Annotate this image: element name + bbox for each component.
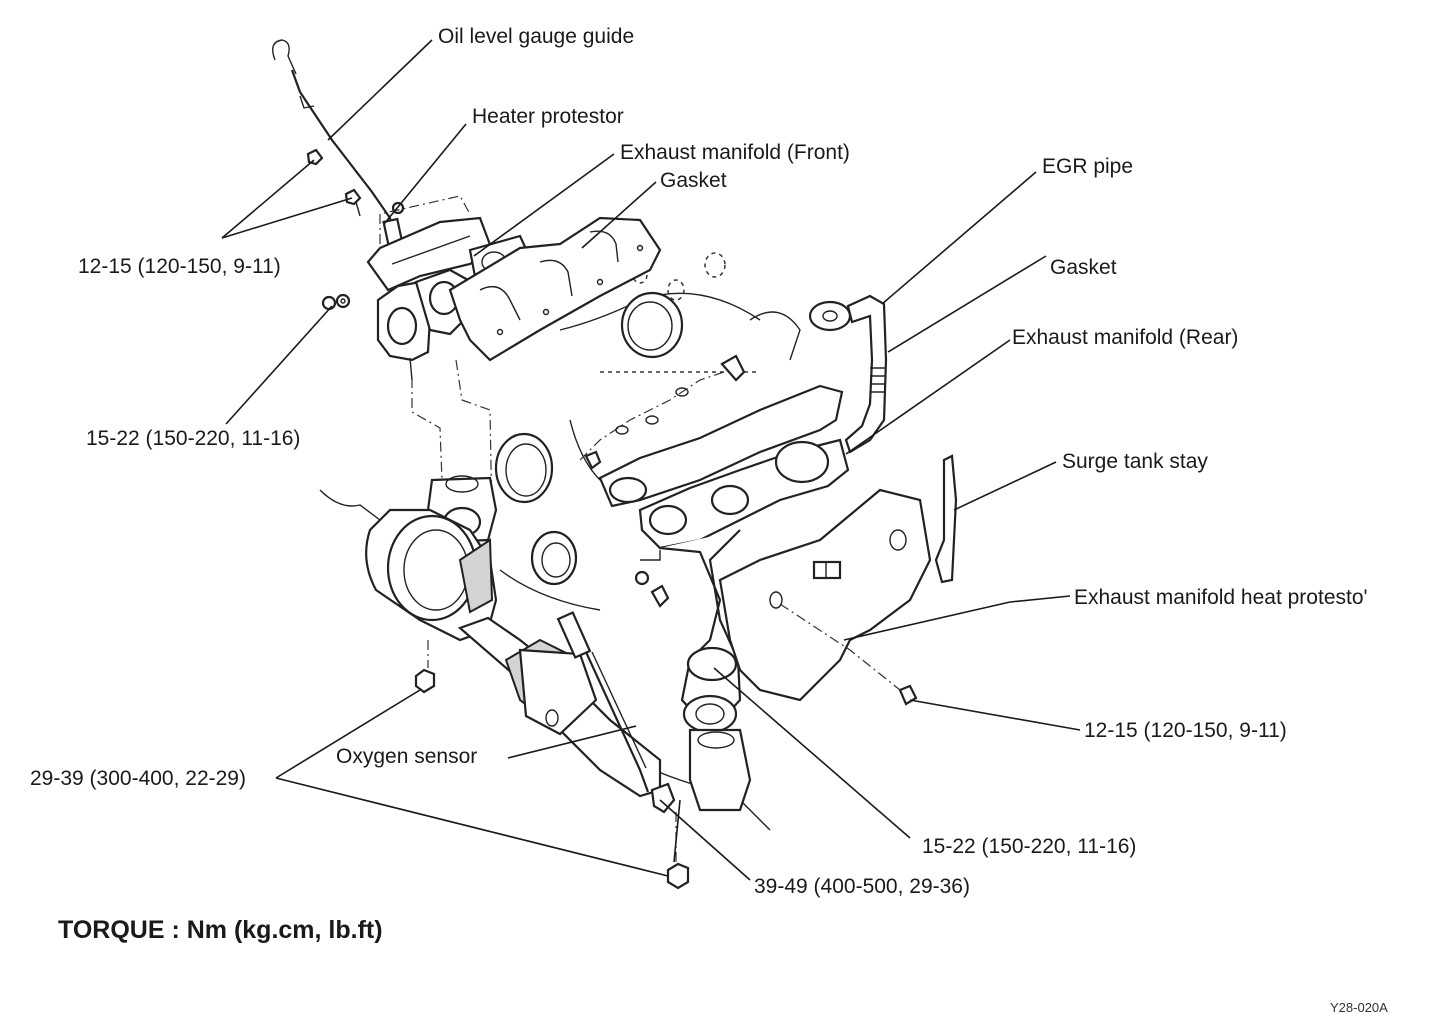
leader-lines — [221, 39, 1081, 881]
cylinder-ports — [600, 291, 760, 373]
oxygen-sensor-part — [556, 611, 650, 793]
torque-bolt-12-15-left: 12-15 (120-150, 9-11) — [78, 255, 281, 278]
label-exhaust-manifold-heat-protestor: Exhaust manifold heat protesto' — [1074, 586, 1368, 609]
label-gasket-front: Gasket — [660, 169, 727, 192]
egr-pipe-part — [808, 294, 888, 454]
torque-bolt-12-15-right: 12-15 (120-150, 9-11) — [1084, 719, 1287, 742]
exhaust-manifold-heat-protestor-part — [718, 488, 932, 706]
torque-legend: TORQUE : Nm (kg.cm, lb.ft) — [58, 916, 383, 944]
bottom-fasteners — [414, 640, 690, 890]
bolt-group-top-left — [306, 148, 362, 311]
rear-manifold-bolts — [579, 354, 746, 608]
oil-level-gauge-guide-part — [272, 39, 408, 271]
gasket-rear-part — [887, 255, 1047, 353]
gasket-front-part — [448, 216, 662, 362]
label-heater-protestor: Heater protestor — [472, 105, 624, 128]
torque-sensor-39-49: 39-49 (400-500, 29-36) — [754, 875, 970, 898]
label-oil-level-gauge-guide: Oil level gauge guide — [438, 25, 635, 48]
figure-code: Y28-020A — [1330, 1000, 1388, 1015]
surge-tank-stay-part — [934, 454, 958, 584]
label-exhaust-manifold-rear: Exhaust manifold (Rear) — [1012, 326, 1239, 349]
torque-nut-29-39: 29-39 (300-400, 22-29) — [30, 767, 246, 790]
torque-nut-15-22-left: 15-22 (150-220, 11-16) — [86, 427, 301, 450]
label-exhaust-manifold-front: Exhaust manifold (Front) — [620, 141, 850, 164]
label-egr-pipe: EGR pipe — [1042, 155, 1134, 178]
catalyst-flange-part — [365, 508, 578, 642]
y-pipe-catalyst-part — [457, 616, 662, 798]
label-oxygen-sensor: Oxygen sensor — [336, 745, 478, 768]
torque-nut-15-22-right: 15-22 (150-220, 11-16) — [922, 835, 1137, 858]
label-surge-tank-stay: Surge tank stay — [1062, 450, 1208, 473]
label-gasket-rear: Gasket — [1050, 256, 1117, 279]
